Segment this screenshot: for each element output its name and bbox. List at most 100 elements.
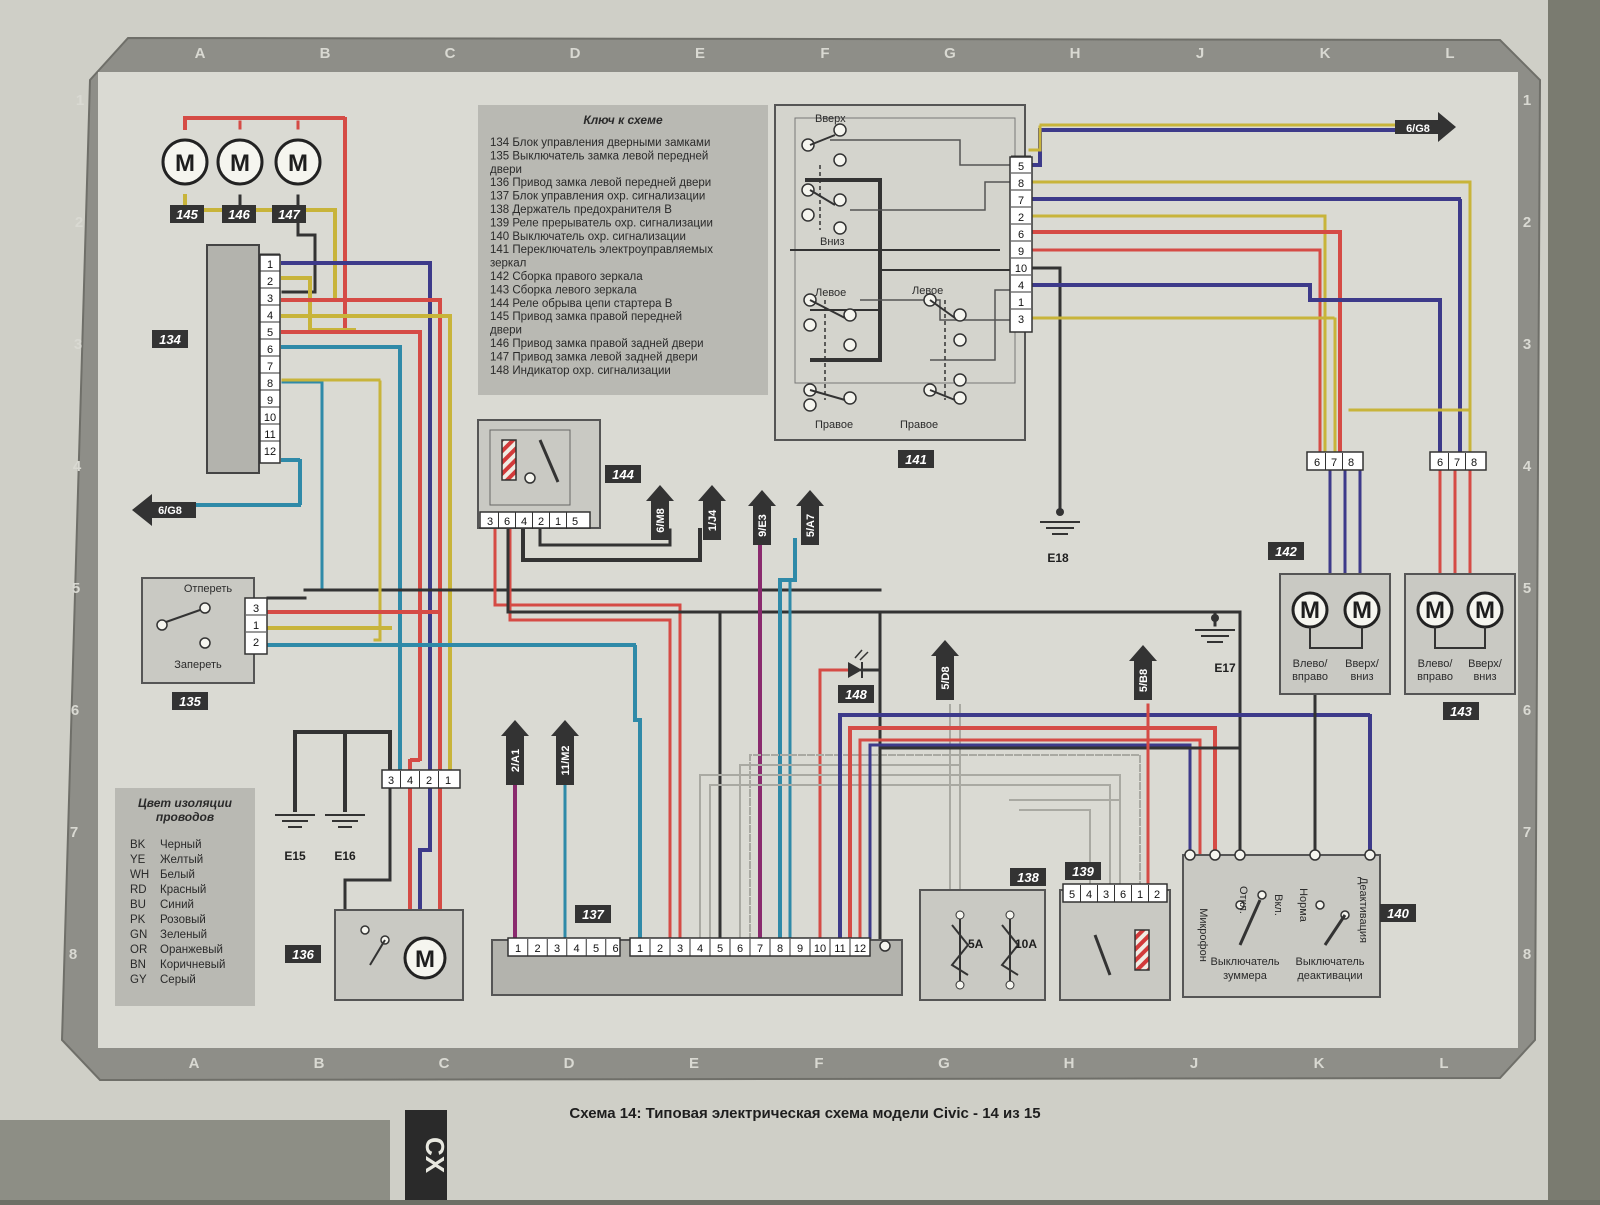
key-item: 141 Переключатель электроуправляемых xyxy=(490,244,713,256)
key-item: двери xyxy=(490,325,522,337)
pin-number: 8 xyxy=(1348,457,1354,469)
key-item: 139 Реле прерыватель охр. сигнализации xyxy=(490,217,713,229)
svg-text:E16: E16 xyxy=(334,849,356,863)
label-off: Откл. xyxy=(1237,886,1249,914)
component-138: 5A 10A 138 xyxy=(919,868,1046,1001)
grid-col-top: B xyxy=(320,45,331,62)
pin-number: 3 xyxy=(1103,889,1109,901)
pin-number: 7 xyxy=(267,361,273,373)
motor-147: M xyxy=(274,138,322,186)
key-item: 147 Привод замка левой задней двери xyxy=(490,351,698,363)
legend-color-name: Красный xyxy=(160,884,206,896)
grid-row-right: 1 xyxy=(1523,92,1531,109)
label-right-a: Правое xyxy=(815,419,853,431)
label-ud-2: вниз xyxy=(1350,671,1373,683)
grid-row-right: 5 xyxy=(1523,580,1531,597)
motor-symbol: M xyxy=(1352,597,1372,624)
grid-row-right: 4 xyxy=(1523,458,1532,475)
pin-number: 6 xyxy=(1018,229,1024,241)
svg-text:6/G8: 6/G8 xyxy=(1406,123,1430,135)
grid-col-top: D xyxy=(570,45,581,62)
pin-number: 5 xyxy=(1018,161,1024,173)
grid-row-left: 8 xyxy=(69,946,77,963)
pin-number: 6 xyxy=(1314,457,1320,469)
key-item: 144 Реле обрыва цепи стартера В xyxy=(490,298,673,310)
key-item: 136 Привод замка левой передней двери xyxy=(490,177,711,189)
arrow-b8: 5/B8 xyxy=(1129,645,1157,700)
pin-number: 6 xyxy=(612,943,618,955)
tag-145: 145 xyxy=(170,205,204,223)
pin-number: 3 xyxy=(554,943,560,955)
grid-col-bottom: H xyxy=(1064,1055,1075,1072)
pin-number: 3 xyxy=(677,943,683,955)
legend-color-name: Оранжевый xyxy=(160,944,223,956)
label-ud-1: Вверх/ xyxy=(1345,658,1380,670)
grid-row-left: 4 xyxy=(73,458,82,475)
pin-number: 3 xyxy=(1018,314,1024,326)
label-down: Вниз xyxy=(820,236,845,248)
key-item: 143 Сборка левого зеркала xyxy=(490,284,637,296)
ground-e18: E18 xyxy=(1040,508,1080,565)
arrow-a1: 2/A1 xyxy=(501,720,529,785)
pin-number: 3 xyxy=(487,516,493,528)
legend-code: GN xyxy=(130,929,147,941)
tag-141: 141 xyxy=(905,452,927,467)
pin-number: 8 xyxy=(267,378,273,390)
legend-code: RD xyxy=(130,884,147,896)
pin-number: 5 xyxy=(717,943,723,955)
pin-number: 6 xyxy=(267,344,273,356)
arrow-shape xyxy=(646,485,674,540)
pin-number: 11 xyxy=(264,429,275,441)
arrow-shape xyxy=(748,490,776,545)
svg-text:145: 145 xyxy=(176,207,198,222)
fuse-5a-label: 5A xyxy=(968,937,984,951)
pin-number: 2 xyxy=(534,943,540,955)
arrow-m2: 11/M2 xyxy=(551,720,579,785)
motor-145: M xyxy=(161,138,209,186)
tag-138: 138 xyxy=(1017,870,1039,885)
svg-text:147: 147 xyxy=(278,207,300,222)
arrow-label: 11/M2 xyxy=(560,746,572,776)
label-on: Вкл. xyxy=(1272,894,1284,916)
grid-col-top: H xyxy=(1070,45,1081,62)
label-ud-2: вниз xyxy=(1473,671,1496,683)
fuse-10a-label: 10A xyxy=(1015,937,1037,951)
component-135: 312 Отпереть Запереть 135 xyxy=(141,577,268,710)
motor-symbol: M xyxy=(1475,597,1495,624)
tag-144: 144 xyxy=(612,467,634,482)
grid-row-left: 3 xyxy=(74,336,82,353)
pin-number: 2 xyxy=(253,637,259,649)
component-141: Вверх Вниз Левое Левое Правое Правое 587… xyxy=(774,104,1033,468)
arrow-j4: 1/J4 xyxy=(698,485,726,540)
legend-color-name: Серый xyxy=(160,974,196,986)
grid-col-bottom: C xyxy=(439,1055,450,1072)
pin-number: 4 xyxy=(407,775,413,787)
pin-number: 2 xyxy=(267,276,273,288)
arrow-shape xyxy=(501,720,529,785)
grid-col-top: C xyxy=(445,45,456,62)
grid-row-right: 7 xyxy=(1523,824,1531,841)
label-ud-1: Вверх/ xyxy=(1468,658,1503,670)
key-box: Ключ к схеме 134 Блок управления дверным… xyxy=(478,105,768,395)
pin-number: 2 xyxy=(657,943,663,955)
legend-color-name: Черный xyxy=(160,839,202,851)
grid-col-bottom: E xyxy=(689,1055,699,1072)
tag-135: 135 xyxy=(179,694,201,709)
key-item: 148 Индикатор охр. сигнализации xyxy=(490,365,671,377)
pin-number: 4 xyxy=(521,516,527,528)
tag-137: 137 xyxy=(582,907,604,922)
arrow-label: 6/M8 xyxy=(655,508,667,532)
key-item: 142 Сборка правого зеркала xyxy=(490,271,643,283)
tag-146: 146 xyxy=(222,205,256,223)
grid-col-bottom: F xyxy=(814,1055,823,1072)
grid-col-top: E xyxy=(695,45,705,62)
motor-symbol: M xyxy=(1425,597,1445,624)
